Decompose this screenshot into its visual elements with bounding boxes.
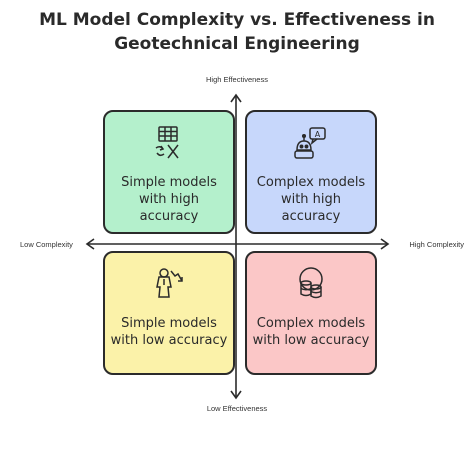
axis-label-high-complexity: High Complexity: [409, 240, 464, 249]
arrow-down: [230, 390, 242, 400]
database-stack-icon: [247, 267, 375, 301]
diagram-title: ML Model Complexity vs. Effectiveness in…: [0, 8, 474, 56]
axis-label-low-effectiveness: Low Effectiveness: [206, 404, 268, 413]
robot-chat-icon: A: [247, 126, 375, 160]
quadrant-text: Complex models with low accuracy: [252, 316, 370, 348]
arrow-up: [230, 93, 242, 103]
axis-label-high-effectiveness: High Effectiveness: [206, 75, 268, 84]
quadrant-complex-low: Complex models with low accuracy: [245, 251, 377, 375]
axis-label-low-complexity: Low Complexity: [20, 240, 73, 249]
arrow-left: [85, 238, 95, 250]
person-decline-icon: [105, 267, 233, 301]
quadrant-text: Simple models with high accuracy: [121, 175, 217, 224]
spreadsheet-excel-icon: [105, 126, 233, 160]
svg-text:A: A: [315, 130, 321, 139]
title-line-2: Geotechnical Engineering: [114, 34, 360, 54]
quadrant-text: Complex models with high accuracy: [256, 175, 366, 224]
title-line-1: ML Model Complexity vs. Effectiveness in: [39, 10, 435, 30]
quadrant-text: Simple models with low accuracy: [110, 316, 228, 348]
quadrant-complex-high: A Complex models with high accuracy: [245, 110, 377, 234]
quadrant-simple-low: Simple models with low accuracy: [103, 251, 235, 375]
arrow-right: [380, 238, 390, 250]
quadrant-simple-high: Simple models with high accuracy: [103, 110, 235, 234]
